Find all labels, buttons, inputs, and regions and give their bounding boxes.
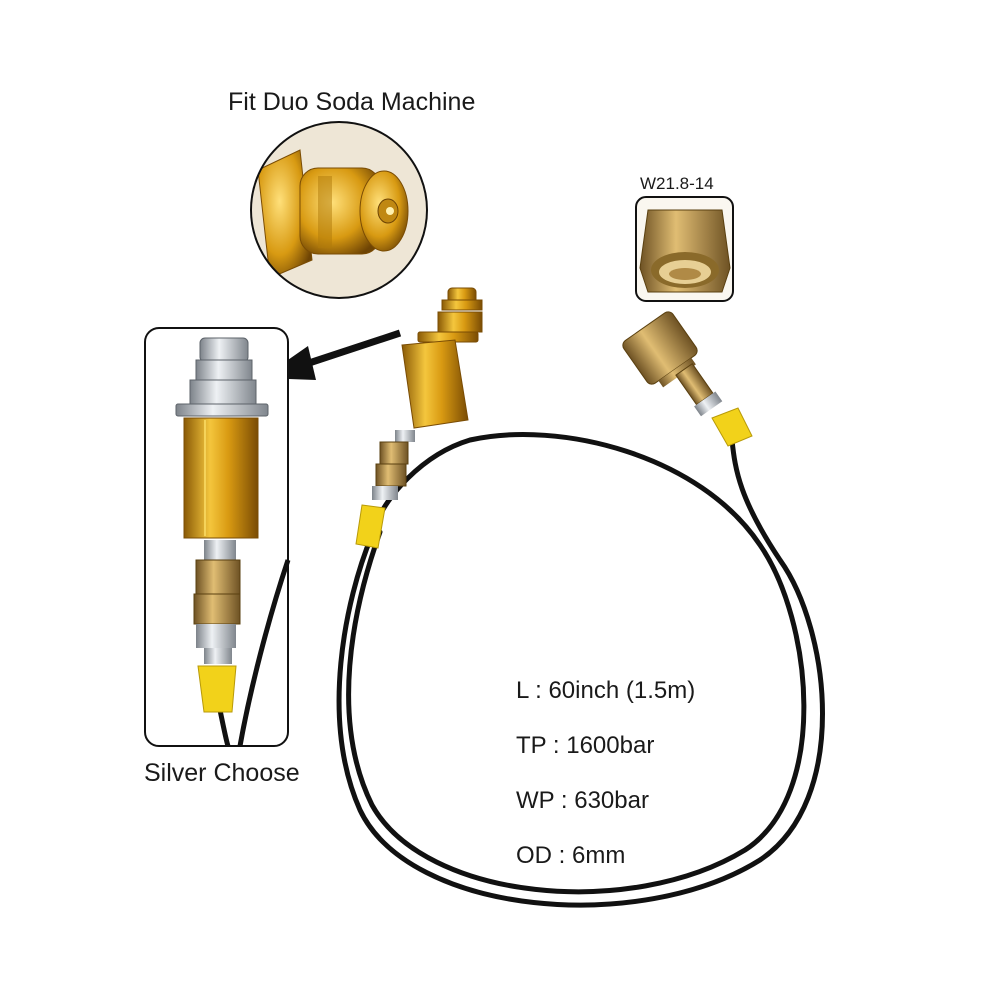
silver-option-label: Silver Choose	[144, 759, 300, 787]
silver-option-box	[144, 327, 291, 747]
spec-working-pressure: WP : 630bar	[516, 787, 649, 814]
center-connector	[355, 287, 483, 549]
spec-length: L : 60inch (1.5m)	[516, 677, 696, 704]
spec-test-pressure: TP : 1600bar	[516, 732, 655, 759]
spec-outer-diameter: OD : 6mm	[516, 842, 626, 869]
hose-loop	[336, 432, 825, 908]
coupler-closeup	[250, 121, 428, 299]
thread-closeup	[635, 196, 734, 302]
machine-fit-label: Fit Duo Soda Machine	[228, 88, 476, 116]
right-connector	[622, 311, 753, 447]
thread-spec-label: W21.8-14	[640, 174, 714, 193]
